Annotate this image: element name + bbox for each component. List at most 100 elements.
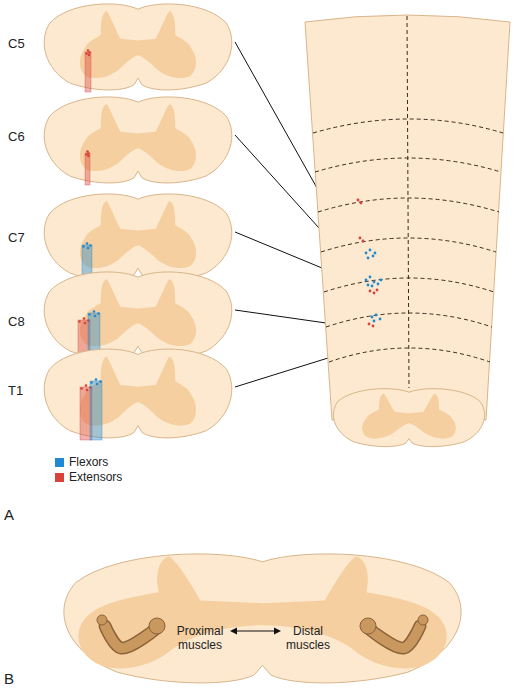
extensor-dot — [372, 325, 375, 328]
motor-column — [85, 52, 91, 92]
motor-neuron-dot — [95, 378, 98, 381]
segment-label: C6 — [8, 129, 25, 144]
arm-figure — [97, 615, 165, 648]
white-matter — [44, 194, 232, 280]
segment-boundaries — [313, 119, 503, 362]
legend-text: Extensors — [69, 470, 122, 484]
flexor-dot — [377, 283, 380, 286]
flexor-dot — [373, 281, 376, 284]
extensor-dot — [359, 237, 362, 240]
flexor-dot — [367, 284, 370, 287]
segment-boundary — [318, 198, 499, 212]
hand — [418, 615, 428, 625]
flexor-dot — [373, 320, 376, 323]
legend-swatch — [55, 473, 64, 482]
section-outline — [55, 548, 470, 686]
motor-neuron-dot — [78, 320, 81, 323]
shoulder — [360, 618, 376, 634]
extensor-dot — [368, 323, 371, 326]
motor-neuron-dot — [87, 247, 90, 250]
section-shape — [44, 349, 232, 438]
muscle-label: Distal muscles — [283, 624, 333, 652]
spinal-cross-section: Proximal muscles Distal muscles — [55, 548, 470, 686]
motor-neuron-dot — [87, 152, 90, 155]
motor-neuron-dot — [97, 312, 100, 315]
extensor-dot — [357, 199, 360, 202]
flexor-dot — [371, 316, 374, 319]
segment-boundary — [321, 238, 496, 252]
motor-column — [90, 381, 102, 440]
legend-swatch — [55, 458, 64, 467]
motor-neuron-dot — [85, 384, 88, 387]
motor-neuron-dot — [88, 51, 91, 54]
flexor-dot — [365, 252, 368, 255]
motor-neuron-dot — [96, 383, 99, 386]
flexor-dot — [369, 249, 372, 252]
gray-matter — [78, 556, 446, 668]
section-shape — [64, 554, 461, 683]
section-shape — [44, 4, 232, 90]
hand — [97, 615, 107, 625]
leader-line — [235, 135, 319, 228]
flexor-dot — [380, 279, 383, 282]
section-outline — [40, 0, 236, 92]
section-shape — [44, 272, 232, 358]
segment-boundary — [324, 278, 494, 292]
spinal-cross-section: C6 — [40, 93, 236, 185]
flexor-dot — [372, 255, 375, 258]
segment-label: C8 — [8, 314, 25, 329]
leader-line — [235, 42, 317, 188]
cord-body — [305, 15, 510, 420]
white-matter — [333, 389, 484, 447]
panel-label: A — [4, 506, 14, 523]
motor-neuron-dot — [86, 242, 89, 245]
flexor-dot — [375, 314, 378, 317]
motor-neuron-dot — [90, 381, 93, 384]
spinal-cross-section: C7 — [40, 190, 236, 282]
white-matter — [64, 554, 461, 683]
arrow-head — [230, 628, 237, 635]
flexor-dot — [374, 252, 377, 255]
motor-neuron-dot — [82, 245, 85, 248]
legend-text: Flexors — [69, 455, 108, 469]
motor-neuron-dot — [99, 380, 102, 383]
segment-boundary — [326, 313, 492, 327]
leader-line — [235, 232, 322, 268]
extensor-dot — [376, 289, 379, 292]
flexor-dot — [365, 279, 368, 282]
motor-neuron-dot — [93, 310, 96, 313]
spinal-cross-section: C8 — [40, 268, 236, 360]
section-outline — [40, 268, 236, 360]
motor-neuron-dot — [88, 54, 91, 57]
section-outline — [40, 345, 236, 440]
flexor-dot — [369, 276, 372, 279]
segment-label: T1 — [8, 383, 23, 398]
longitudinal-cord — [305, 15, 510, 447]
motor-neuron-dot — [83, 317, 86, 320]
spinal-cross-section: T1 — [40, 345, 236, 440]
gray-matter — [80, 201, 196, 268]
motor-neuron-dot — [86, 389, 89, 392]
arrow-shaft — [234, 630, 277, 631]
extensor-dot — [360, 202, 363, 205]
midline — [407, 16, 409, 388]
muscle-label: Proximal muscles — [172, 624, 228, 652]
motor-neuron-dot — [89, 244, 92, 247]
motor-neuron-dot — [87, 155, 90, 158]
gray-matter — [80, 104, 196, 171]
extensor-dot — [362, 240, 365, 243]
motor-neuron-dot — [80, 387, 83, 390]
section-outline — [40, 93, 236, 185]
spinal-cross-section: C5 — [40, 0, 236, 92]
segment-boundary — [329, 348, 490, 362]
motor-neuron-dot — [94, 315, 97, 318]
white-matter — [44, 4, 232, 90]
motor-neuron-dots — [357, 199, 383, 328]
segment-boundary — [313, 119, 503, 133]
double-arrow — [230, 628, 281, 635]
white-matter — [44, 97, 232, 183]
section-outline — [40, 190, 236, 282]
flexor-dot — [367, 257, 370, 260]
panel-label: B — [4, 670, 14, 687]
segment-label: C7 — [8, 230, 25, 245]
